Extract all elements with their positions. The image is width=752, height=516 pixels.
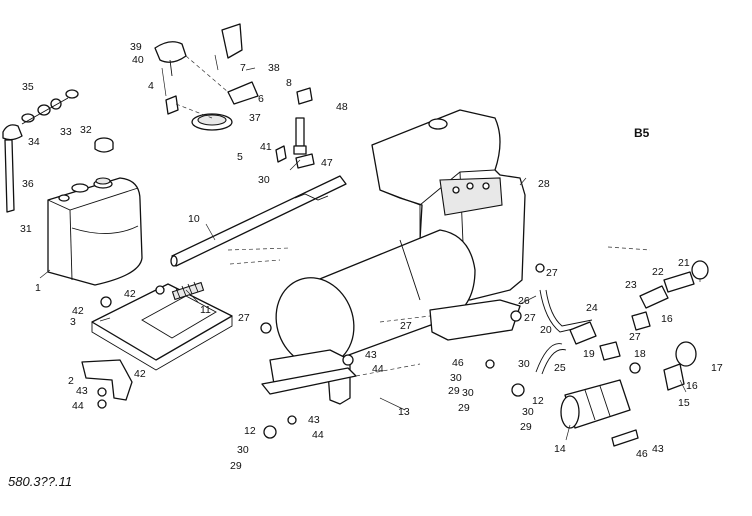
callout-43-c: 43: [308, 414, 320, 426]
callout-42-b: 42: [124, 288, 136, 300]
callout-30-e: 30: [518, 358, 530, 370]
callout-4: 4: [148, 80, 154, 92]
engine-base-frame: [379, 299, 521, 341]
callout-36: 36: [22, 178, 34, 190]
callout-46-b: 46: [636, 448, 648, 460]
callout-26: 26: [518, 295, 530, 307]
sheet-number: 580.3??.11: [8, 474, 72, 489]
callout-44-b: 44: [372, 363, 384, 375]
starter-motor: [560, 379, 631, 429]
callout-47: 47: [321, 157, 333, 169]
callout-44-a: 44: [72, 400, 84, 412]
crossover-tube: [170, 175, 347, 267]
callout-12-right: 12: [532, 395, 544, 407]
callout-35: 35: [22, 81, 34, 93]
callout-11: 11: [200, 304, 211, 316]
callout-42-a: 42: [72, 305, 84, 317]
callout-30-c: 30: [450, 372, 462, 384]
callout-24: 24: [586, 302, 598, 314]
callout-48: 48: [336, 101, 348, 113]
callout-29-b: 29: [448, 385, 460, 397]
fuel-cap: [94, 137, 114, 153]
callout-17: 17: [711, 362, 723, 374]
callout-39: 39: [130, 41, 142, 53]
callout-12-left: 12: [244, 425, 256, 437]
callout-18: 18: [634, 348, 646, 360]
spark-plug-group: [275, 87, 315, 169]
callout-10: 10: [188, 213, 200, 225]
callout-31: 31: [20, 223, 32, 235]
callout-28: 28: [538, 178, 550, 190]
callout-32: 32: [80, 124, 92, 136]
callout-38: 38: [268, 62, 280, 74]
elbow-16-17: [631, 311, 697, 391]
callout-1: 1: [35, 282, 41, 294]
callout-30-d: 30: [462, 387, 474, 399]
illegible-marks: [227, 246, 651, 265]
callout-25: 25: [554, 362, 566, 374]
callout-37: 37: [249, 112, 261, 124]
tank-mounting-bracket: [91, 281, 233, 371]
callout-2: 2: [68, 375, 74, 387]
callout-8: 8: [286, 77, 292, 89]
saddle-bracket: [261, 349, 421, 405]
callout-29-d: 29: [520, 421, 532, 433]
callout-43-d: 43: [652, 443, 664, 455]
leader-lines: [39, 54, 701, 441]
callout-23: 23: [625, 279, 637, 291]
callout-27-c: 27: [400, 320, 412, 332]
callout-34: 34: [28, 136, 40, 148]
fuel-filter-group: [154, 23, 259, 131]
regulator-21-22-23: [639, 260, 709, 309]
callout-29-c: 29: [458, 402, 470, 414]
callout-16-lower: 16: [686, 380, 698, 392]
fuel-hose-24-26: [539, 289, 593, 333]
callout-labels: 1 2 3 4 5 6 7 8 10 11 12 12 13 14 15 16 …: [20, 41, 723, 472]
callout-19: 19: [583, 348, 595, 360]
callout-14: 14: [554, 443, 566, 455]
callout-16-upper: 16: [661, 313, 673, 325]
muffler-cylinder: [275, 229, 476, 367]
callout-27-d: 27: [238, 312, 250, 324]
callout-20: 20: [540, 324, 552, 336]
fuel-tank: [47, 177, 143, 286]
callout-27-e: 27: [629, 331, 641, 343]
callout-46-a: 46: [452, 357, 464, 369]
callout-30-a: 30: [237, 444, 249, 456]
small-fittings: [97, 263, 641, 447]
callout-3: 3: [70, 316, 76, 328]
fitting-19-20: [569, 321, 621, 361]
callout-13: 13: [398, 406, 410, 418]
callout-41: 41: [260, 141, 272, 153]
callout-30-b: 30: [258, 174, 270, 186]
callout-33: 33: [60, 126, 72, 138]
callout-27-a: 27: [546, 267, 558, 279]
callout-7: 7: [240, 62, 246, 74]
hose-25: [535, 343, 567, 375]
callout-5: 5: [237, 151, 243, 163]
callout-44-c: 44: [312, 429, 324, 441]
callout-6: 6: [258, 93, 264, 105]
lower-bracket: [81, 359, 133, 401]
callout-43-a: 43: [76, 385, 88, 397]
callout-22: 22: [652, 266, 664, 278]
callout-42-c: 42: [134, 368, 146, 380]
callout-43-b: 43: [365, 349, 377, 361]
callout-15: 15: [678, 397, 690, 409]
callout-40: 40: [132, 54, 144, 66]
callout-27-b: 27: [524, 312, 536, 324]
section-code: B5: [634, 126, 650, 140]
callout-29-a: 29: [230, 460, 242, 472]
callout-30-f: 30: [522, 406, 534, 418]
fuel-line-assembly: [2, 89, 79, 213]
callout-21: 21: [678, 257, 690, 269]
